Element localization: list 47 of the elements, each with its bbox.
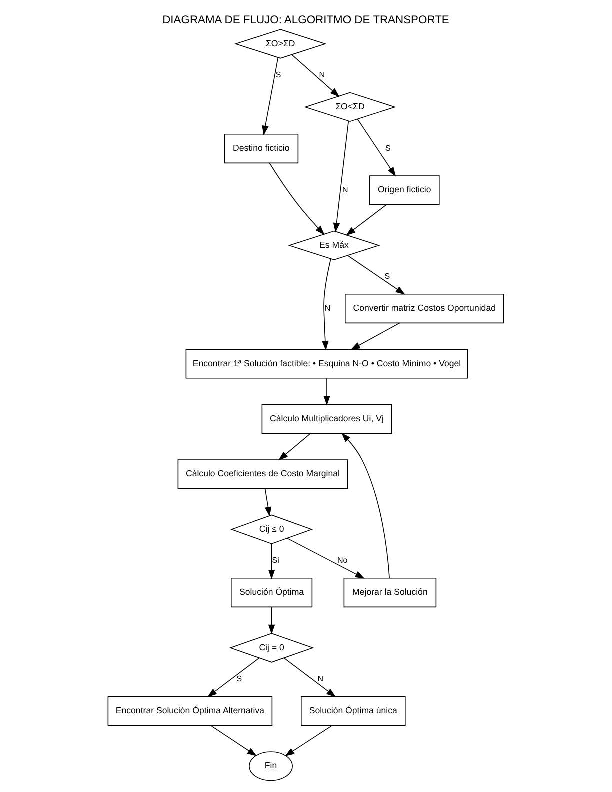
- edge-label: S: [384, 272, 390, 282]
- edge-label: N: [324, 304, 331, 313]
- arrow: [357, 118, 396, 177]
- edge-label: N: [319, 70, 326, 80]
- arrow: [210, 725, 258, 756]
- node-box: Cálculo Multiplicadores Ui, Vj: [262, 404, 392, 434]
- arrow: [268, 544, 276, 580]
- node-box: Encontrar 1ª Solución factible: • Esquina N-O • Costo Mínimo • Vogel: [186, 349, 468, 379]
- edge-label: N: [342, 185, 348, 194]
- edge-label: N: [318, 674, 324, 684]
- node-box: Solución Óptima única: [301, 696, 406, 726]
- arrow: [286, 538, 365, 579]
- edge-label: S: [386, 144, 391, 153]
- node-ellipse: Fin: [249, 752, 293, 782]
- arrow: [333, 120, 350, 233]
- node-box: Encontrar Solución Óptima Alternativa: [108, 696, 273, 726]
- arrow: [324, 378, 330, 406]
- arrow: [350, 322, 400, 350]
- arrow: [348, 255, 406, 295]
- arrow: [208, 658, 260, 698]
- arrow: [262, 57, 279, 136]
- node-diamond: Cij = 0: [229, 633, 314, 663]
- edge-label: S: [236, 674, 242, 684]
- node-diamond: ΣO<ΣD: [304, 92, 396, 122]
- node-box: Solución Óptima: [231, 578, 313, 608]
- node-box: Origen ficticio: [369, 176, 440, 206]
- arrow: [342, 432, 390, 579]
- node-diamond: ΣO>ΣD: [234, 29, 327, 59]
- node-diamond: Es Máx: [288, 230, 380, 260]
- arrow: [346, 204, 387, 236]
- arrow: [292, 54, 340, 98]
- arrow: [322, 258, 332, 351]
- edge-label: Si: [272, 556, 280, 566]
- node-box: Mejorar la Solución: [344, 578, 437, 608]
- node-box: Convertir matriz Costos Oportunidad: [345, 294, 504, 324]
- node-box: Cálculo Coeficientes de Costo Marginal: [178, 460, 348, 490]
- diagram-title: DIAGRAMA DE FLUJO: ALGORITMO DE TRANSPORTE: [162, 14, 450, 26]
- arrow: [264, 488, 272, 517]
- arrow: [269, 162, 325, 236]
- edge-label: S: [276, 70, 282, 80]
- node-box: Destino ficticio: [224, 134, 299, 164]
- arrow: [268, 607, 276, 634]
- node-diamond: Cij ≤ 0: [230, 514, 314, 544]
- arrow: [278, 433, 311, 461]
- arrow: [284, 725, 333, 757]
- edge-label: No: [337, 556, 348, 566]
- arrow: [284, 658, 336, 698]
